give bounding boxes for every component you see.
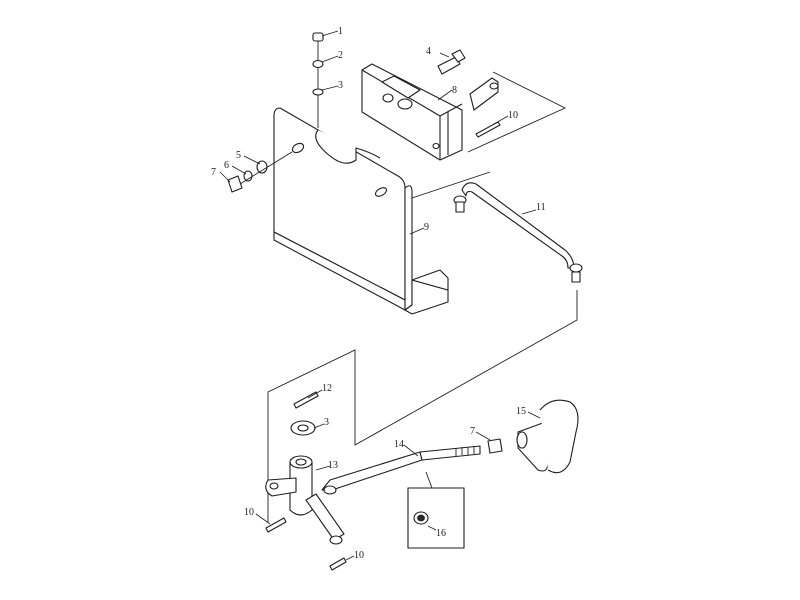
callout-2: 2 (338, 50, 343, 61)
threaded-rod-14 (419, 438, 503, 461)
upper-lever-arm (469, 77, 501, 138)
bolt-4 (437, 49, 466, 75)
callout-3-lower: 3 (324, 417, 329, 428)
callout-10-upper: 10 (508, 110, 518, 121)
callout-8: 8 (452, 85, 457, 96)
callout-10-left: 10 (244, 507, 254, 518)
callout-3-upper: 3 (338, 80, 343, 91)
callout-labels: 1 2 3 4 5 6 7 8 9 10 11 12 3 13 14 7 15 … (211, 26, 546, 561)
fastener-stack-top (312, 32, 324, 128)
callout-7-lower: 7 (470, 426, 475, 437)
leader-lines (219, 30, 541, 561)
link-rod-11 (453, 182, 583, 283)
bracket-plate (273, 107, 449, 315)
callout-16: 16 (436, 528, 446, 539)
mounting-block (361, 63, 463, 161)
lower-pin-washer (290, 391, 319, 436)
callout-4: 4 (426, 46, 431, 57)
inset-detail-16 (407, 471, 465, 549)
callout-11: 11 (536, 202, 546, 213)
callout-10-lower: 10 (354, 550, 364, 561)
knob-15 (516, 399, 579, 474)
callout-13: 13 (328, 460, 338, 471)
lower-pins-10 (265, 517, 347, 571)
callout-6: 6 (224, 160, 229, 171)
callout-12: 12 (322, 383, 332, 394)
fastener-stack-left (227, 151, 293, 193)
callout-9: 9 (424, 222, 429, 233)
callout-5: 5 (236, 150, 241, 161)
callout-15: 15 (516, 406, 526, 417)
callout-14: 14 (394, 439, 404, 450)
callout-7-upper: 7 (211, 167, 216, 178)
callout-1: 1 (338, 26, 343, 37)
lower-lever-assembly (265, 451, 423, 545)
